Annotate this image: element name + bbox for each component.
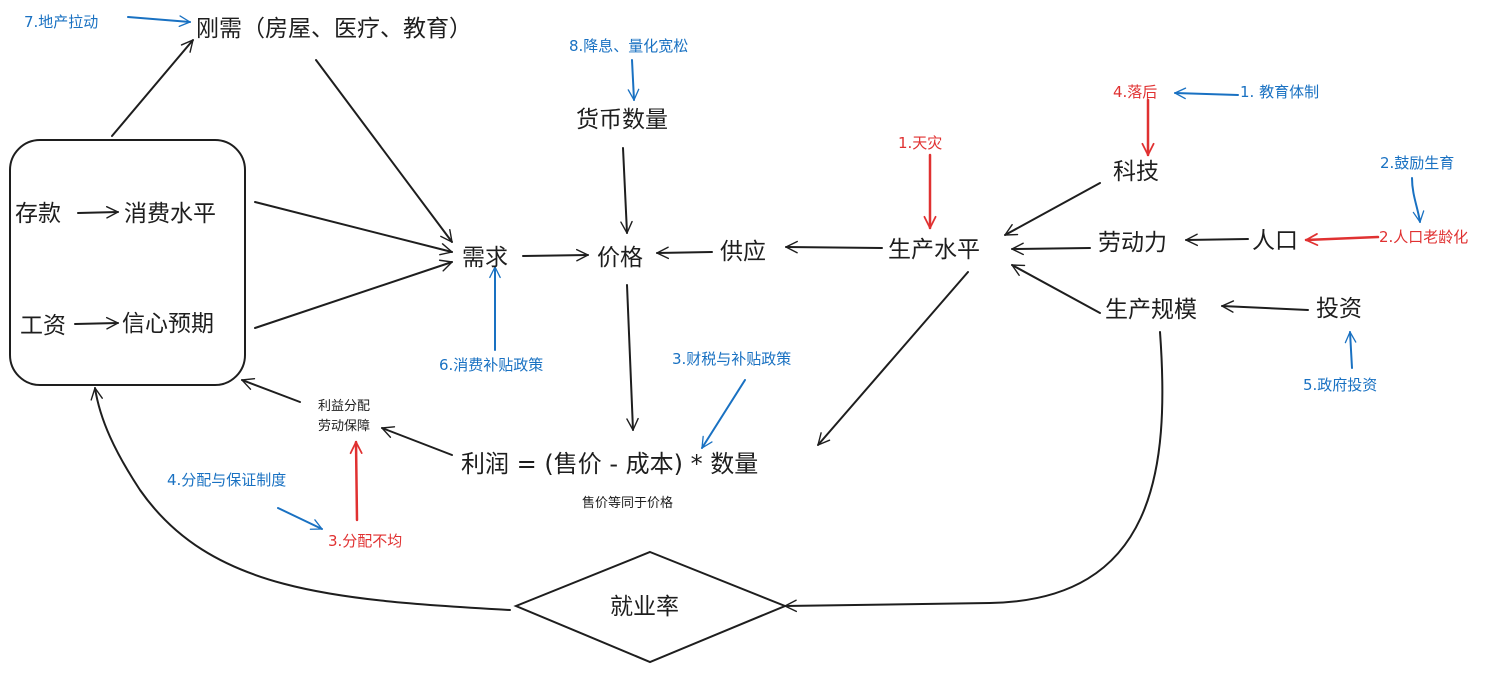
edge-confidence-demand: [254, 259, 453, 329]
node-price: 价格: [597, 245, 643, 271]
edge-realestate-rigid: [127, 15, 191, 27]
node-money-quantity: 货币数量: [576, 107, 668, 133]
factor-consumption-subsidy: 6.消费补贴政策: [439, 356, 543, 374]
node-consumption-level: 消费水平: [124, 201, 216, 227]
edge-rigid-demand: [315, 59, 453, 243]
risk-disaster: 1.天灾: [898, 134, 942, 152]
edge-gov-scale: [1344, 331, 1357, 369]
household-box: [9, 139, 246, 386]
edge-supply-price: [656, 246, 713, 260]
blue-edges: [127, 15, 1425, 530]
edge-distribution-box: [241, 378, 301, 403]
edge-demand-price: [522, 248, 589, 262]
node-demand: 需求: [462, 245, 508, 271]
factor-monetary: 8.降息、量化宽松: [569, 37, 688, 55]
edge-profit-box: [381, 426, 453, 456]
node-production-level: 生产水平: [888, 237, 980, 263]
note-distribution-line2: 劳动保障: [318, 418, 370, 434]
risk-aging: 2.人口老龄化: [1379, 228, 1468, 246]
node-tech: 科技: [1113, 159, 1159, 185]
edge-scale-employment: [784, 331, 1164, 613]
edge-inequality-distribution: [349, 440, 363, 522]
node-investment: 投资: [1316, 296, 1362, 322]
edge-production-supply: [785, 240, 883, 254]
node-profit-formula: 利润 = (售价 - 成本) * 数量: [461, 450, 758, 478]
edge-population-labor: [1185, 233, 1249, 247]
note-price-equals: 售价等同于价格: [582, 495, 673, 511]
factor-distribution-system: 4.分配与保证制度: [167, 471, 286, 489]
factor-gov-investment: 5.政府投资: [1303, 376, 1377, 394]
edge-box-rigid: [111, 39, 194, 137]
edge-investment-scale: [1221, 300, 1309, 313]
edge-wage-confidence: [74, 316, 119, 330]
edge-money-price: [620, 147, 633, 234]
edge-deposit-consumption: [77, 205, 119, 219]
edge-consumption-demand: [254, 201, 453, 256]
factor-education-system: 1. 教育体制: [1240, 83, 1319, 101]
edge-labor-production: [1011, 242, 1091, 256]
node-deposit: 存款: [15, 201, 61, 227]
edge-distsys-inequality: [277, 507, 323, 530]
node-rigid-demand: 刚需（房屋、医疗、教育）: [196, 16, 472, 42]
edge-birth-population: [1411, 177, 1425, 223]
node-supply: 供应: [720, 239, 766, 265]
edge-monetary-money: [627, 59, 640, 101]
node-confidence: 信心预期: [122, 311, 214, 337]
edge-production-profit: [817, 271, 969, 446]
node-labor: 劳动力: [1098, 230, 1167, 256]
factor-real-estate: 7.地产拉动: [24, 13, 98, 31]
node-wage: 工资: [20, 313, 66, 339]
edge-scale-production: [1011, 264, 1101, 314]
risk-backward: 4.落后: [1113, 83, 1157, 101]
node-population: 人口: [1252, 228, 1298, 254]
edge-aging-population: [1304, 233, 1380, 247]
edge-price-profit: [626, 284, 639, 431]
risk-inequality: 3.分配不均: [328, 532, 402, 550]
black-edges: [74, 39, 1309, 613]
node-production-scale: 生产规模: [1105, 297, 1197, 323]
note-distribution-line1: 利益分配: [318, 399, 370, 414]
red-edges: [349, 98, 1380, 522]
edge-fiscal-profit: [701, 379, 746, 449]
node-employment: 就业率: [610, 594, 679, 620]
edge-employment-box: [90, 387, 511, 611]
edge-education-backward: [1174, 87, 1239, 100]
edge-tech-production: [1004, 182, 1101, 236]
factor-fiscal-subsidy: 3.财税与补贴政策: [672, 350, 791, 368]
employment-diamond: [513, 550, 788, 664]
factor-encourage-birth: 2.鼓励生育: [1380, 154, 1454, 172]
